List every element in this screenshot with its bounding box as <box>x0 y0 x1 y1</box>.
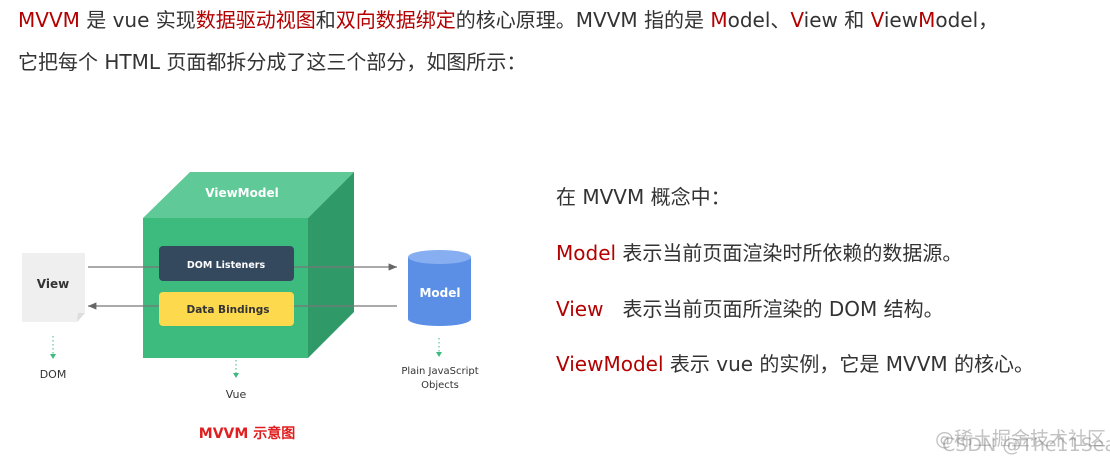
concept-item-viewmodel: ViewModel 表示 vue 的实例，它是 MVVM 的核心。 <box>556 352 1034 376</box>
watermark-juejin: @稀土掘金技术社区 <box>935 428 1107 450</box>
view-document-icon <box>22 253 85 322</box>
intro-segment: M <box>710 8 728 32</box>
intro-segment: iew 和 <box>803 8 871 32</box>
diagram-caption: MVVM 示意图 <box>199 425 295 442</box>
objects-label: Objects <box>421 380 459 391</box>
intro-segment: odel， <box>935 8 999 32</box>
dom-listeners-box <box>159 246 294 281</box>
concept-heading: 在 MVVM 概念中： <box>556 185 731 209</box>
intro-line-2: 它把每个 HTML 页面都拆分成了这三个部分，如图所示： <box>18 50 527 74</box>
cube-top <box>143 172 354 218</box>
intro-line-1: MVVM 是 vue 实现数据驱动视图和双向数据绑定的核心原理。MVVM 指的是… <box>18 4 998 33</box>
mvvm-diagram: ViewModel DOM Listeners Data Bindings Vi… <box>22 172 479 442</box>
intro-segment: iew <box>883 8 919 32</box>
intro-segment: 是 vue 实现 <box>79 8 196 32</box>
dom-label: DOM <box>40 368 67 381</box>
intro-segment: MVVM <box>18 8 80 32</box>
dom-listeners-label: DOM Listeners <box>187 260 266 271</box>
plain-js-label: Plain JavaScript <box>401 366 478 377</box>
intro-segment: 双向数据绑定 <box>335 8 456 32</box>
model-label: Model <box>419 286 460 300</box>
intro-segment: M <box>918 8 936 32</box>
data-bindings-label: Data Bindings <box>187 304 270 316</box>
watermark-csdn: CSDN @The11Sea <box>942 434 1110 456</box>
intro-segment: 数据驱动视图 <box>195 8 316 32</box>
concept-item-model: Model 表示当前页面渲染时所依赖的数据源。 <box>556 241 963 265</box>
cube-side <box>308 172 354 358</box>
intro-segment: 和 <box>315 8 336 32</box>
intro-segment: V <box>870 8 884 32</box>
intro-segment: odel、 <box>727 8 791 32</box>
data-bindings-box <box>159 292 294 326</box>
intro-segment: V <box>790 8 804 32</box>
intro-segment: 的核心原理。MVVM 指的是 <box>455 8 711 32</box>
concept-item-view: View 表示当前页面所渲染的 DOM 结构。 <box>556 297 944 321</box>
model-database-icon <box>408 250 471 326</box>
cube-front <box>143 218 308 358</box>
viewmodel-label: ViewModel <box>205 186 278 200</box>
view-label: View <box>37 277 69 291</box>
vue-label: Vue <box>226 388 247 401</box>
